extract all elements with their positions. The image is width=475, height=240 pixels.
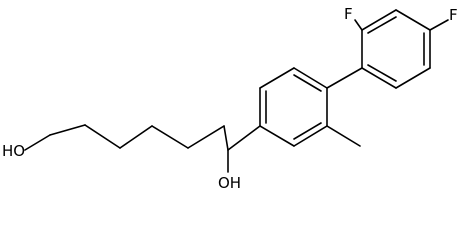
bond-c2-c3	[84, 124, 121, 149]
bond-o-c1	[24, 134, 51, 151]
chemical-structure-drawing: F F HO OH	[2, 5, 458, 192]
ring-b-bond-6	[361, 67, 397, 89]
bond-c-f-para	[429, 19, 449, 31]
bond-c4-c5	[151, 125, 189, 149]
bond-biaryl	[326, 67, 363, 89]
ring-a-bond-5-inner	[293, 122, 322, 140]
atom-labels: F F HO OH	[2, 5, 458, 192]
bond-c3-c4	[119, 125, 153, 149]
structure-canvas: F F HO OH	[2, 5, 458, 192]
ring-a-bond-6	[259, 125, 295, 147]
ring-a-bond-2	[259, 67, 295, 89]
fluorine-para-label: F	[449, 6, 458, 24]
bond-c-f-ortho	[354, 19, 363, 31]
ring-a-bond-5	[293, 125, 328, 147]
hydroxyl-chain-label: HO	[2, 142, 25, 160]
hydroxyl-benzylic-label: OH	[218, 174, 241, 192]
fluorine-ortho-label: F	[344, 5, 353, 23]
bond-c5-c6	[187, 125, 225, 149]
ring-b-bond-5	[395, 67, 431, 89]
ring-b-bond-2-inner	[367, 16, 397, 34]
ring-b-bond-2	[361, 9, 397, 31]
bond-lines	[24, 9, 449, 173]
bond-c7-ring	[227, 125, 261, 151]
bond-c1-c2	[49, 124, 86, 136]
ring-a-bond-3-inner	[293, 74, 322, 92]
bond-methyl	[326, 125, 361, 147]
ring-b-bond-6-inner	[367, 64, 397, 82]
bond-c6-c7	[223, 125, 229, 151]
ring-a-bond-3	[293, 67, 328, 89]
ring-b-bond-3	[395, 9, 431, 31]
